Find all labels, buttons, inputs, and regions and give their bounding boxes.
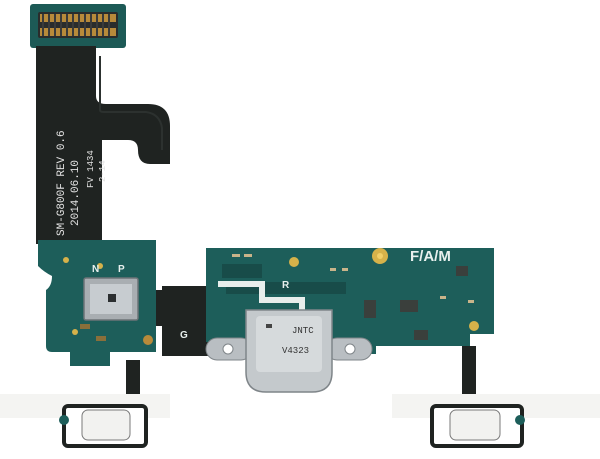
code-label: 2-14 (98, 160, 108, 182)
fv-label: FV 1434 (86, 150, 96, 188)
part-label: V4323 (282, 346, 310, 356)
black-flex-ribbon (36, 46, 170, 244)
left-sensor-strip (0, 394, 170, 448)
model-label: SM-G800F REV 0.6 (56, 130, 68, 236)
p-label: P (118, 264, 125, 275)
flex-stiffener (162, 286, 208, 356)
n-label: N (92, 264, 100, 275)
date-label: 2014.06.10 (70, 159, 82, 226)
jntc-label: JNTC (292, 326, 314, 336)
left-pcb (38, 240, 156, 366)
fam-label: F/A/M (410, 248, 451, 265)
usb-c-port (205, 309, 373, 393)
right-sensor-strip (392, 394, 600, 448)
g-label: G (180, 330, 188, 341)
r-label: R (282, 280, 290, 291)
top-connector (30, 4, 126, 48)
